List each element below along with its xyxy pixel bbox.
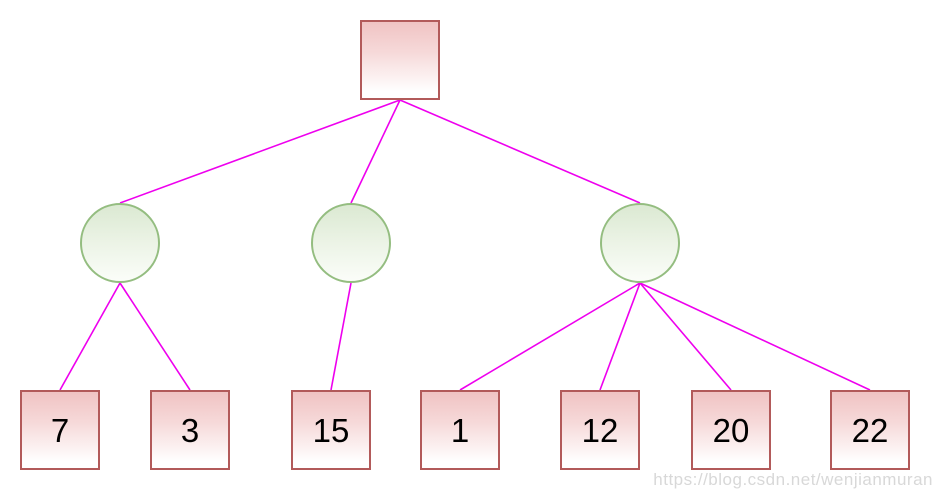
edge-internal-3-leaf-1	[459, 282, 641, 391]
edge-internal-3-leaf-22	[639, 282, 871, 391]
edge-internal-3-leaf-12	[599, 282, 641, 391]
edge-root-internal-3	[399, 99, 641, 204]
edge-root-internal-2	[350, 99, 401, 204]
edge-root-internal-1	[119, 99, 401, 204]
internal-node-3	[600, 203, 680, 283]
edge-internal-2-leaf-15	[330, 282, 352, 391]
leaf-node-3: 3	[150, 390, 230, 470]
leaf-value: 7	[50, 411, 70, 449]
leaf-value: 20	[712, 411, 750, 449]
internal-node-1	[80, 203, 160, 283]
leaf-value: 15	[312, 411, 350, 449]
internal-node-2	[311, 203, 391, 283]
watermark: https://blog.csdn.net/wenjianmuran	[653, 470, 933, 489]
leaf-node-22: 22	[830, 390, 910, 470]
leaf-value: 1	[450, 411, 470, 449]
leaf-node-20: 20	[691, 390, 771, 470]
leaf-node-15: 15	[291, 390, 371, 470]
edge-internal-1-leaf-3	[119, 282, 191, 391]
leaf-value: 12	[581, 411, 619, 449]
leaf-node-1: 1	[420, 390, 500, 470]
edge-internal-1-leaf-7	[59, 282, 121, 391]
root-node	[360, 20, 440, 100]
leaf-value: 22	[851, 411, 889, 449]
leaf-node-12: 12	[560, 390, 640, 470]
leaf-value: 3	[180, 411, 200, 449]
leaf-node-7: 7	[20, 390, 100, 470]
edge-internal-3-leaf-20	[639, 282, 732, 391]
